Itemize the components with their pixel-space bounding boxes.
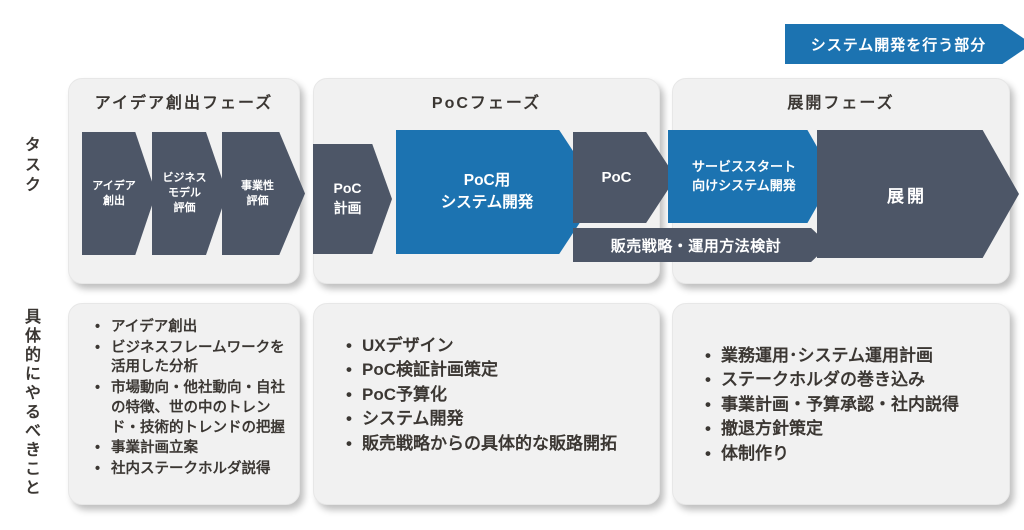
step-arrow-service-start-dev: サービススタート 向けシステム開発 bbox=[668, 130, 834, 223]
todo-item: 撤退方針策定 bbox=[705, 417, 999, 441]
phase-title-idea: アイデア創出フェーズ bbox=[94, 95, 274, 112]
row-label-tasks: タスク bbox=[22, 136, 39, 196]
todo-item: PoC検証計画策定 bbox=[346, 358, 649, 382]
todo-item: PoC予算化 bbox=[346, 383, 649, 407]
todo-item: ステークホルダの巻き込み bbox=[705, 368, 999, 392]
todo-panel-poc: UXデザインPoC検証計画策定PoC予算化システム開発販売戦略からの具体的な販路… bbox=[313, 303, 660, 505]
todo-list-idea: アイデア創出ビジネスフレームワークを活用した分析市場動向・他社動向・自社の特徴、… bbox=[69, 304, 299, 480]
todo-item: 体制作り bbox=[705, 442, 999, 466]
todo-item: 販売戦略からの具体的な販路開拓 bbox=[346, 432, 649, 456]
todo-item: 事業計画立案 bbox=[95, 439, 285, 459]
todo-panel-idea: アイデア創出ビジネスフレームワークを活用した分析市場動向・他社動向・自社の特徴、… bbox=[68, 303, 300, 505]
todo-panel-deploy: 業務運用･システム運用計画ステークホルダの巻き込み事業計画・予算承認・社内説得撤… bbox=[672, 303, 1010, 505]
step-arrow-sales-strategy-operation: 販売戦略・運用方法検討 bbox=[573, 228, 829, 262]
todo-list-poc: UXデザインPoC検証計画策定PoC予算化システム開発販売戦略からの具体的な販路… bbox=[314, 304, 659, 456]
system-dev-legend-arrow: システム開発を行う部分 bbox=[785, 24, 1024, 64]
phase-title-deploy: 展開フェーズ bbox=[787, 95, 895, 112]
todo-item: アイデア創出 bbox=[95, 318, 285, 338]
todo-item: システム開発 bbox=[346, 407, 649, 431]
step-arrow-deploy: 展開 bbox=[817, 130, 1019, 258]
todo-item: 市場動向・他社動向・自社の特徴、世の中のトレンド・技術的トレンドの把握 bbox=[95, 379, 285, 438]
row-label-actions: 具体的にやるべきこと bbox=[22, 308, 39, 498]
todo-item: UXデザイン bbox=[346, 334, 649, 358]
todo-list-deploy: 業務運用･システム運用計画ステークホルダの巻き込み事業計画・予算承認・社内説得撤… bbox=[673, 304, 1009, 466]
step-arrow-poc: PoC bbox=[573, 132, 676, 223]
todo-item: 業務運用･システム運用計画 bbox=[705, 344, 999, 368]
todo-item: 社内ステークホルダ説得 bbox=[95, 460, 285, 480]
phase-title-poc: PoCフェーズ bbox=[431, 95, 542, 112]
step-arrow-poc-system-dev: PoC用 システム開発 bbox=[396, 130, 600, 254]
todo-item: 事業計画・予算承認・社内説得 bbox=[705, 393, 999, 417]
todo-item: ビジネスフレームワークを活用した分析 bbox=[95, 339, 285, 378]
